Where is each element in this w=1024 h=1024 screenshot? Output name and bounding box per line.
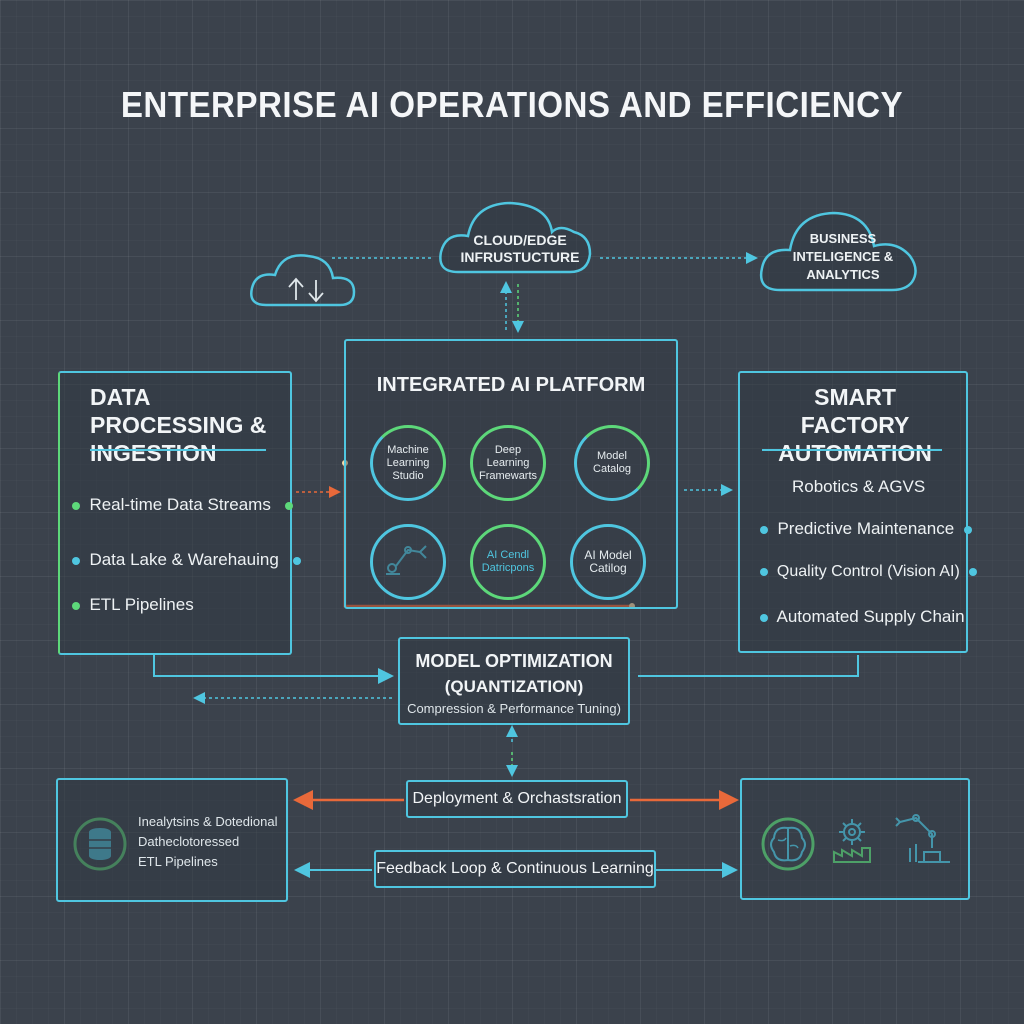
data-sources-line: Datheclotoressed [138, 834, 240, 849]
data-processing-title: DATA PROCESSING & INGESTION [90, 384, 267, 466]
model-optimization-panel: MODEL OPTIMIZATION (QUANTIZATION) Compre… [398, 637, 630, 725]
smart-factory-title: SMART FACTORY AUTOMATION [778, 384, 932, 466]
business-intelligence-label: BUSINESS INTELIGENCE & ANALYTICS [792, 231, 894, 282]
platform-module-model-catalog[interactable]: Model Catalog [574, 425, 650, 501]
model-optimization-title: MODEL OPTIMIZATION [415, 651, 613, 671]
upload-download-cloud-icon [250, 254, 356, 307]
platform-module-ai-data[interactable]: AI Cendl Datricpons [470, 524, 546, 600]
integrated-ai-platform-title: INTEGRATED AI PLATFORM [376, 374, 646, 396]
list-item: Predictive Maintenance [760, 519, 972, 539]
list-item: Real-time Data Streams [72, 495, 294, 515]
list-item: Data Lake & Warehauing [72, 550, 301, 570]
data-sources-line: ETL Pipelines [138, 854, 218, 869]
list-item: Robotics & AGVS [792, 477, 926, 496]
cloud-edge-cloud-icon [439, 201, 592, 274]
deployment-orchestration-button[interactable]: Deployment & Orchastsration [406, 780, 628, 818]
brain-icon [761, 817, 815, 871]
platform-module-deep-learning[interactable]: Deep Learning Framewarts [470, 425, 546, 501]
model-optimization-subtitle: (QUANTIZATION) [444, 677, 584, 696]
cloud-edge-label: CLOUD/EDGE INFRUSTUCTURE [460, 232, 580, 265]
platform-module-ai-model-catalog[interactable]: AI Model Catilog [570, 524, 646, 600]
data-processing-panel: DATA PROCESSING & INGESTION Real-time Da… [58, 371, 301, 655]
model-optimization-caption: Compression & Performance Tuning) [407, 701, 621, 716]
automation-icons-panel [740, 778, 970, 900]
smart-factory-panel: SMART FACTORY AUTOMATION Robotics & AGVS… [738, 371, 977, 653]
list-item: Quality Control (Vision AI) [760, 563, 977, 581]
feedback-loop-button[interactable]: Feedback Loop & Continuous Learning [374, 850, 656, 888]
industrial-robot-icon [895, 814, 950, 863]
platform-module-robotics[interactable] [370, 524, 446, 600]
business-intelligence-cloud-icon [759, 211, 917, 292]
page-title: ENTERPRISE AI OPERATIONS AND EFFICIENCY [120, 84, 904, 125]
data-sources-line: Inealytsins & Dotedional [138, 814, 278, 829]
factory-gear-icon [833, 819, 871, 863]
data-sources-panel: Inealytsins & Dotedional Datheclotoresse… [56, 778, 288, 902]
list-item: ETL Pipelines [72, 595, 194, 615]
platform-module-ml-studio[interactable]: Machine Learning Studio [370, 425, 446, 501]
list-item: Automated Supply Chain [760, 607, 965, 627]
